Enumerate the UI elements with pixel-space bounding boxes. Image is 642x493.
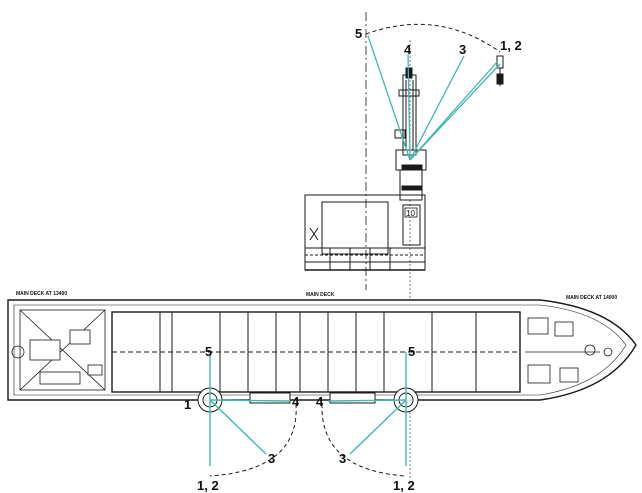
plan-aft-label-5: 5 [205,344,212,359]
aft-superstructure [11,309,106,391]
plan-fwd-label-3: 3 [339,451,346,466]
elevation-reach-arc [365,23,501,53]
plan-fwd-label-5: 5 [408,344,415,359]
plan-reach-lines-fwd [327,352,407,466]
hold-section [304,194,426,271]
bow-equipment [525,317,613,384]
swing-arc-fwd [321,403,407,477]
hold-number: 10 [406,209,415,218]
deck-label-mid: MAIN DECK [306,292,335,298]
plan-fwd-label-4: 4 [316,394,324,409]
deck-label-aft: MAIN DECK AT 13400 [16,291,67,297]
swing-arc-aft [209,403,297,477]
elevation-label-1-2: 1, 2 [500,38,522,53]
crane-tower [394,67,427,201]
elevation-label-5: 5 [355,26,362,41]
plan-aft-label-1-2: 1, 2 [197,478,219,493]
hold-number-box [404,207,418,218]
elevation-label-4: 4 [404,42,412,57]
elevation-label-3: 3 [459,42,466,57]
hook-icon [496,55,504,86]
plan-fwd-label-1-2: 1, 2 [393,478,415,493]
plan-reach-lines-aft [209,352,291,466]
elevation-view: 10 5 4 3 1, 2 [304,12,522,480]
plan-view: MAIN DECK AT 13400 MAIN DECK MAIN DECK A… [7,291,637,493]
elevation-reach-lines [367,35,501,161]
plan-aft-label-4: 4 [292,394,300,409]
hatch-covers [111,311,521,393]
hull-inner-outline [13,304,627,396]
plan-aft-label-3: 3 [268,451,275,466]
deck-label-fwd: MAIN DECK AT 14000 [566,295,617,301]
plan-aft-label-1: 1 [184,397,191,412]
